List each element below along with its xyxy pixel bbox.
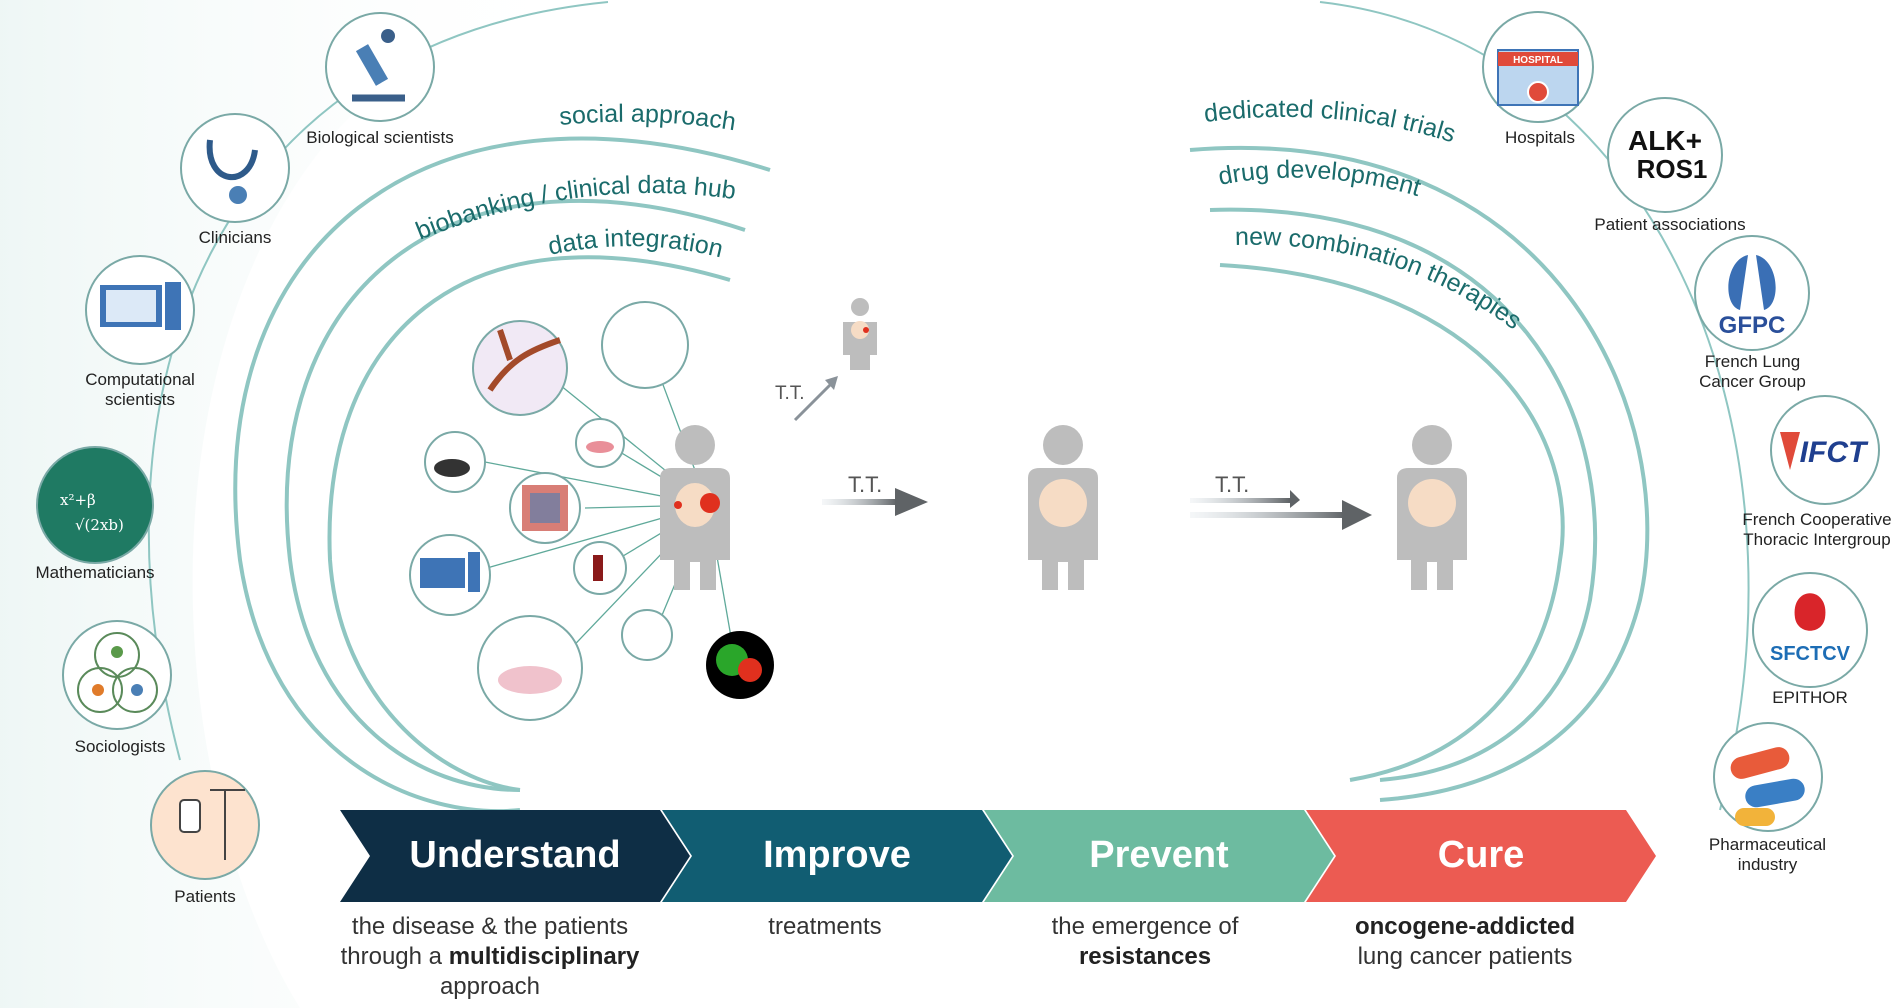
banner-title-prevent: Prevent: [1089, 834, 1229, 876]
label-biological-scientists: Biological scientists: [306, 128, 454, 147]
svg-text:x²+β: x²+β: [60, 491, 96, 509]
arc-label-clinical-trials: dedicated clinical trials: [1203, 95, 1459, 148]
tt-label-2: T.T.: [1215, 472, 1250, 497]
patient-figure-3: [1397, 425, 1467, 590]
gfpc-logo: GFPC: [1694, 235, 1810, 351]
arc-label-combination-therapies: new combination therapies: [1235, 223, 1527, 335]
left-arc-3: [327, 255, 731, 792]
desc-prevent: the emergence of resistances: [1051, 913, 1239, 970]
patient-figure-1: [660, 425, 730, 590]
outer-actor-arc-left: [147, 1, 609, 761]
iv-drip-icon: [150, 770, 260, 880]
svg-text:√(2xb): √(2xb): [75, 516, 124, 534]
left-arc-2: [284, 199, 746, 792]
sfctcv-logo-text: SFCTCV: [1770, 643, 1851, 665]
scatter-plot-circle: [601, 301, 689, 389]
patient-figure-small: [843, 298, 877, 370]
banner-cure: Cure: [1306, 810, 1656, 902]
banner-prevent: Prevent: [984, 810, 1334, 902]
hospital-icon: HOSPITAL: [1482, 11, 1594, 123]
pills-icon: [1713, 722, 1823, 832]
banner-title-cure: Cure: [1437, 834, 1525, 876]
label-computational-scientists: Computational scientists: [85, 370, 195, 409]
desc-understand: the disease & the patients through a mul…: [340, 913, 640, 1000]
microscope-icon: [325, 12, 435, 122]
banner-improve: Improve: [662, 810, 1012, 902]
desc-improve: treatments: [768, 913, 882, 940]
hospital-sign: HOSPITAL: [1513, 55, 1563, 66]
left-background-fill: [0, 0, 600, 1008]
math-chalkboard-icon: x²+β √(2xb): [36, 446, 154, 564]
stethoscope-icon: [180, 113, 290, 223]
left-arc-1: [233, 136, 771, 813]
right-arcs: [1189, 1, 1750, 811]
patient-figure-2: [1028, 425, 1098, 590]
left-arcs: [147, 1, 771, 813]
banner-title-understand: Understand: [409, 834, 621, 876]
arc-label-drug-development: drug development: [1216, 156, 1424, 202]
ros1-logo-text: ROS1: [1637, 154, 1708, 184]
right-arc-3: [1219, 263, 1565, 782]
arc-label-social-approach: social approach: [558, 100, 738, 137]
label-french-lung-cancer-group: French Lung Cancer Group: [1699, 352, 1806, 391]
graph-circle: [621, 609, 673, 661]
label-pharmaceutical-industry: Pharmaceutical industry: [1708, 835, 1827, 874]
desc-cure: oncogene-addicted lung cancer patients: [1354, 913, 1576, 970]
right-actor-logos: HOSPITAL ALK+ ROS1 GFPC IFCT SFCTCV: [1482, 11, 1880, 832]
banner-title-improve: Improve: [763, 834, 911, 876]
targeted-therapy-arrows: [793, 376, 1372, 530]
alk-ros1-logo: ALK+ ROS1: [1607, 97, 1723, 213]
left-actor-icons: x²+β √(2xb): [36, 12, 435, 880]
alk-logo-text: ALK+: [1628, 125, 1702, 156]
label-clinicians: Clinicians: [198, 228, 272, 247]
integration-cluster: [409, 301, 774, 721]
computer-icon: [85, 255, 195, 365]
sociology-group-icon: [62, 620, 172, 730]
banner-understand: Understand: [340, 810, 690, 902]
label-mathematicians: Mathematicians: [35, 563, 155, 582]
label-epithor: EPITHOR: [1772, 688, 1848, 707]
gfpc-logo-text: GFPC: [1719, 312, 1786, 339]
label-french-cooperative-thoracic-intergroup: French Cooperative Thoracic Intergroup: [1742, 510, 1892, 549]
label-patients: Patients: [174, 887, 236, 906]
ifct-logo: IFCT: [1770, 395, 1880, 505]
cell-image-circle: [472, 320, 568, 416]
tt-label-1: T.T.: [848, 472, 883, 497]
right-arc-1: [1189, 146, 1650, 802]
sfctcv-logo: SFCTCV: [1752, 572, 1868, 688]
label-patient-associations: Patient associations: [1594, 215, 1746, 234]
tt-label-small: T.T.: [775, 383, 805, 404]
right-arc-2: [1209, 207, 1598, 782]
ifct-logo-text: IFCT: [1800, 436, 1869, 469]
outer-actor-arc-right: [1319, 1, 1750, 811]
label-hospitals: Hospitals: [1505, 128, 1575, 147]
label-sociologists: Sociologists: [74, 737, 166, 756]
